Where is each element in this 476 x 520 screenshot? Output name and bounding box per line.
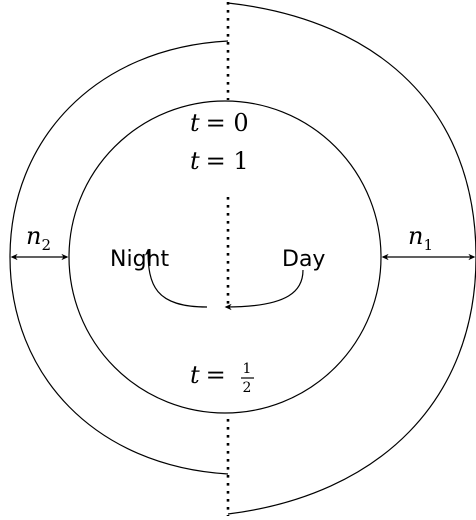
label-night: Night <box>110 247 169 272</box>
label-day: Day <box>282 247 325 272</box>
outer-arc-left <box>9 40 229 475</box>
label-n1: n1 <box>408 222 433 254</box>
label-n2: n2 <box>26 222 51 254</box>
day-to-center-arrow <box>224 269 304 311</box>
label-t-zero: t= 0 <box>190 109 249 137</box>
inner-circle <box>68 100 382 414</box>
label-t-half-denominator: 2 <box>243 380 252 396</box>
label-t-one: t= 1 <box>190 147 249 175</box>
label-t-half-numerator: 1 <box>243 361 252 377</box>
center-to-night-arrow <box>144 248 208 308</box>
outer-arc-right <box>227 2 476 515</box>
label-t-half: t= <box>190 361 226 389</box>
